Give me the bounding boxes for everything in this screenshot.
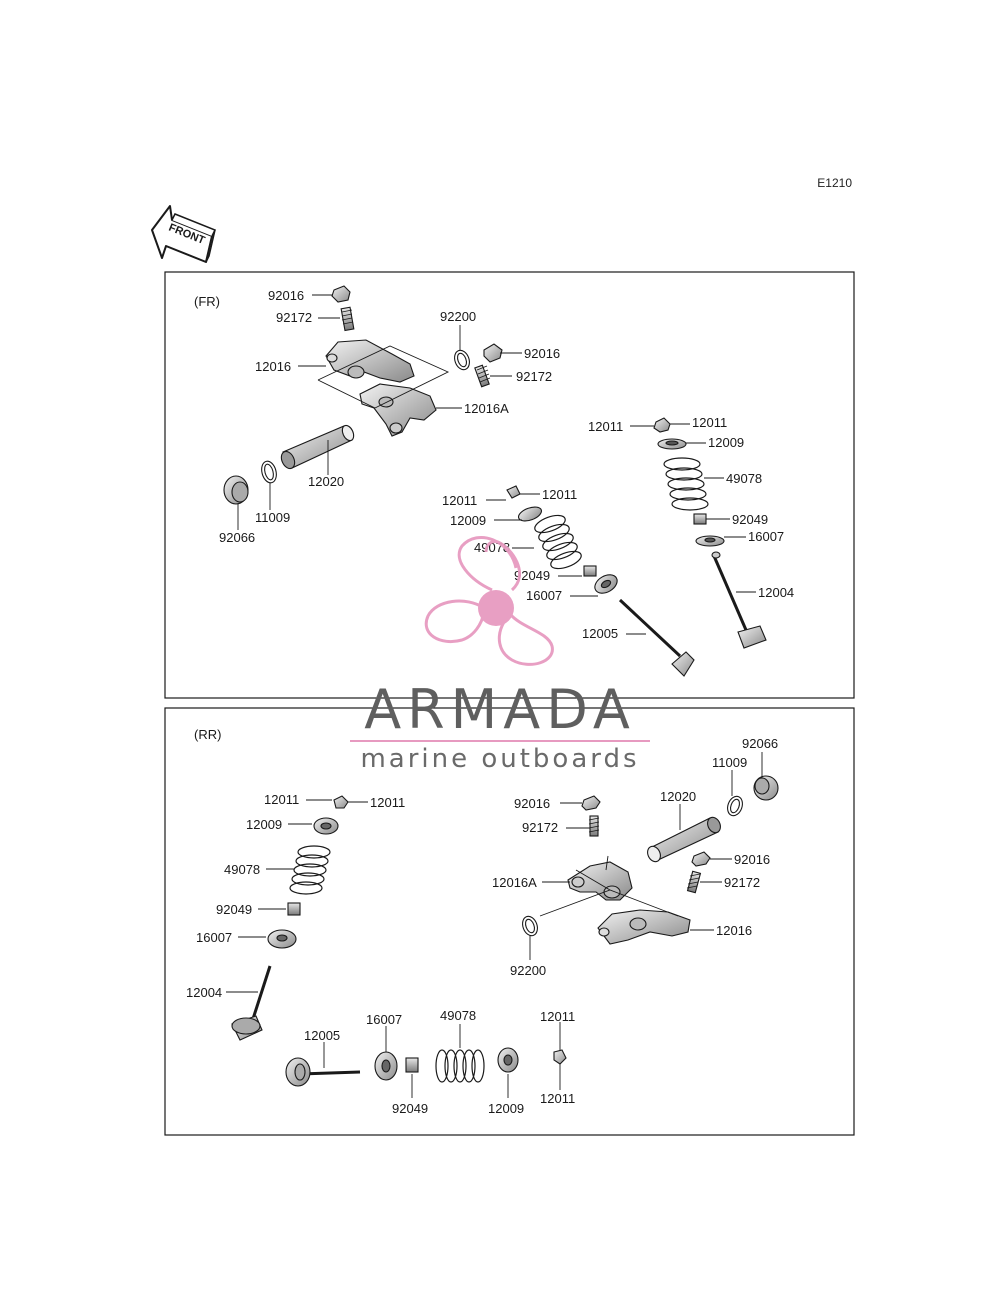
part-label: 12011	[692, 415, 727, 430]
part-label: 12009	[708, 435, 744, 450]
part-label: 12011	[540, 1091, 575, 1106]
part-label: 49078	[726, 471, 762, 486]
part-label: 12009	[246, 817, 282, 832]
part-label: 12005	[304, 1028, 340, 1043]
part-label: 12011	[442, 493, 477, 508]
part-label: 92172	[276, 310, 312, 325]
front-arrow: FRONT	[151, 205, 217, 263]
rear-labels: (RR) 92066 11009 12020 92016 92172 92016…	[186, 727, 778, 1116]
part-label: 12016	[716, 923, 752, 938]
part-label: 92172	[724, 875, 760, 890]
rear-panel-parts	[231, 775, 779, 1087]
watermark-title: ARMADA	[364, 678, 636, 741]
part-label: 12020	[660, 789, 696, 804]
part-label: 12011	[264, 792, 299, 807]
panel-title-rr: (RR)	[194, 727, 221, 742]
part-label: 12009	[488, 1101, 524, 1116]
valve-spring-right	[663, 457, 709, 511]
part-label: 16007	[748, 529, 784, 544]
part-label: 92066	[219, 530, 255, 545]
part-label: 92016	[734, 852, 770, 867]
part-label: 92200	[510, 963, 546, 978]
part-label: 92049	[732, 512, 768, 527]
rear-leaders	[226, 752, 763, 1098]
part-label: 12004	[186, 985, 222, 1000]
part-label: 12009	[450, 513, 486, 528]
part-label: 92066	[742, 736, 778, 751]
part-label: 92172	[516, 369, 552, 384]
part-label: 12016A	[464, 401, 509, 416]
part-label: 12016A	[492, 875, 537, 890]
part-label: 11009	[255, 510, 290, 525]
part-label: 16007	[196, 930, 232, 945]
diagram-code: E1210	[817, 176, 852, 190]
part-label: 92172	[522, 820, 558, 835]
valve-spring-rear-bottom	[435, 1049, 485, 1083]
front-panel-parts	[223, 285, 767, 677]
part-label: 49078	[224, 862, 260, 877]
watermark-rule	[350, 740, 650, 742]
watermark-subtitle: marine outboards	[360, 744, 640, 774]
part-label: 12004	[758, 585, 794, 600]
part-label: 92016	[514, 796, 550, 811]
part-label: 12016	[255, 359, 291, 374]
part-label: 12020	[308, 474, 344, 489]
part-label: 92016	[268, 288, 304, 303]
part-label: 12011	[588, 419, 623, 434]
front-labels: (FR) 92016 92172 92200 92016 92172 12016…	[194, 288, 794, 641]
part-label: 12011	[542, 487, 577, 502]
part-label: 92200	[440, 309, 476, 324]
part-label: 16007	[366, 1012, 402, 1027]
front-leaders	[237, 294, 756, 635]
part-label: 12005	[582, 626, 618, 641]
part-label: 16007	[526, 588, 562, 603]
rear-panel-frame	[164, 707, 855, 1136]
part-label: 12011	[370, 795, 405, 810]
valve-spring-rear-left	[289, 845, 331, 895]
part-label: 12011	[540, 1009, 575, 1024]
part-label: 92049	[514, 568, 550, 583]
valve-spring-middle	[534, 514, 582, 570]
part-label: 92016	[524, 346, 560, 361]
part-label: 92049	[392, 1101, 428, 1116]
part-label: 92049	[216, 902, 252, 917]
part-label: 11009	[712, 755, 747, 770]
front-panel-frame	[164, 271, 855, 699]
panel-title-fr: (FR)	[194, 294, 220, 309]
part-label: 49078	[440, 1008, 476, 1023]
propeller-logo	[424, 536, 554, 666]
